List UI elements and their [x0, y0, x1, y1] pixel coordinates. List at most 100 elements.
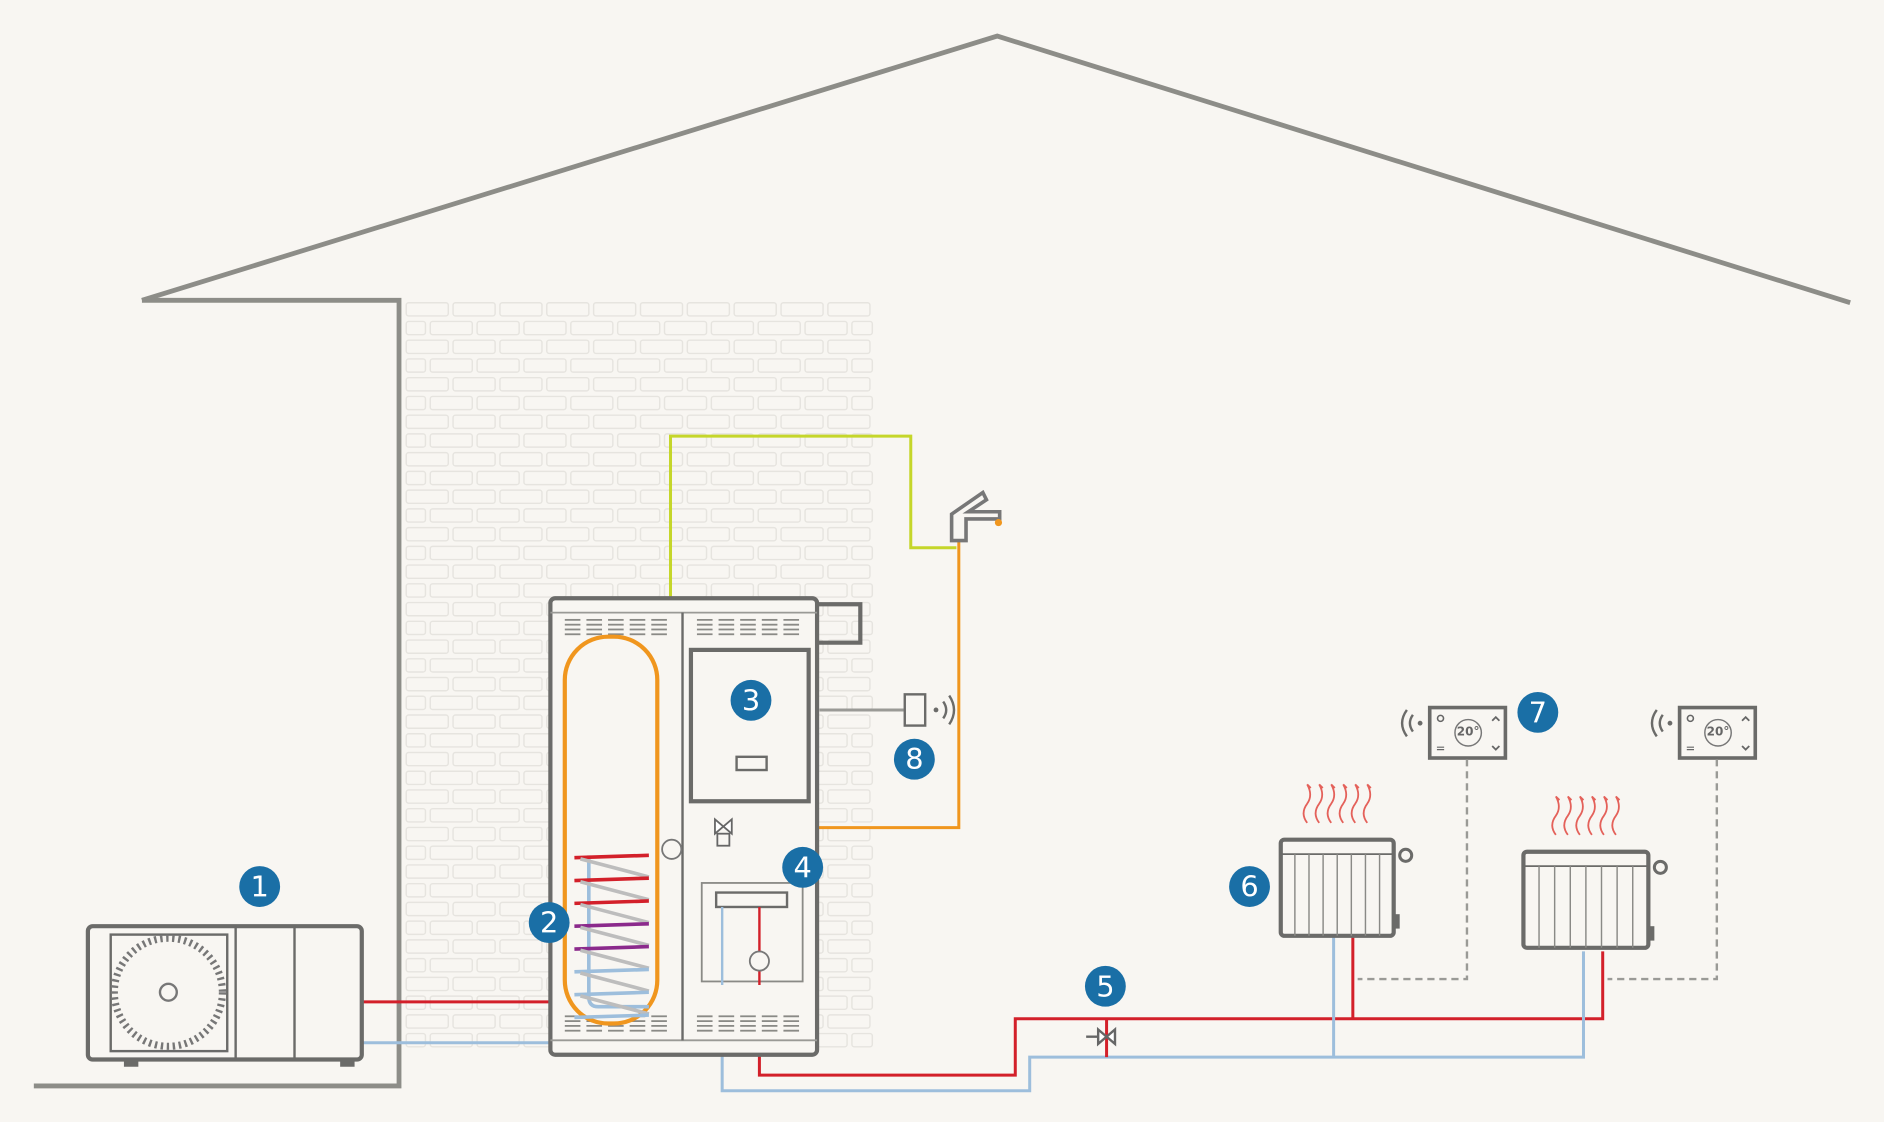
house-roof: [141, 33, 1851, 306]
brick: [827, 676, 871, 692]
heat-wave-icon: [1362, 783, 1372, 824]
brick: [499, 451, 543, 467]
brick: [429, 845, 474, 861]
brick: [570, 395, 614, 411]
brick: [476, 395, 520, 411]
brick: [452, 601, 496, 617]
brick: [429, 545, 474, 561]
up-down-arrows-icon: [1491, 715, 1501, 751]
brick: [733, 414, 777, 430]
brick: [804, 320, 848, 336]
brick: [523, 470, 567, 486]
brick: [405, 414, 449, 430]
brick: [616, 358, 661, 373]
brick: [570, 470, 614, 486]
brick: [827, 939, 871, 954]
brick: [405, 807, 427, 823]
brick: [452, 376, 496, 392]
brick: [851, 320, 874, 336]
badge-3: 3: [730, 679, 772, 721]
svg-text:5: 5: [1096, 969, 1114, 1003]
brick: [429, 583, 474, 598]
thermostat-temperature: 20°: [1707, 725, 1730, 739]
brick: [499, 751, 543, 767]
brick: [499, 789, 543, 804]
brick: [452, 789, 496, 804]
brick: [452, 302, 496, 317]
wireless-thermostat[interactable]: 20°: [1650, 705, 1758, 760]
brick: [499, 564, 543, 580]
balancing-valve-icon: [1086, 1026, 1117, 1047]
heat-wave-icon: [1599, 795, 1609, 836]
brick: [429, 882, 474, 898]
brick: [639, 451, 684, 467]
brick: [827, 639, 871, 654]
brick: [476, 583, 520, 598]
brick: [405, 770, 427, 786]
heat-wave-icon: [1587, 795, 1597, 836]
brick: [429, 320, 474, 336]
brick: [405, 751, 449, 767]
brick: [405, 470, 427, 486]
brick: [592, 376, 637, 392]
brick: [851, 358, 874, 373]
brick: [476, 433, 520, 448]
brick: [405, 901, 449, 917]
brick: [429, 658, 474, 673]
brick: [733, 339, 777, 355]
brick: [476, 358, 520, 373]
brick: [639, 489, 684, 505]
brick: [476, 1032, 520, 1048]
brick: [523, 320, 567, 336]
brick: [499, 526, 543, 542]
brick: [710, 320, 755, 336]
heat-wave-icon: [1302, 783, 1312, 824]
svg-text:3: 3: [742, 683, 760, 717]
brick: [663, 320, 708, 336]
brick: [804, 583, 848, 598]
brick: [616, 395, 661, 411]
brick: [452, 676, 496, 692]
brick: [405, 451, 449, 467]
brick: [780, 526, 824, 542]
brick: [405, 1032, 427, 1048]
brick: [710, 358, 755, 373]
brick: [476, 920, 520, 936]
brick: [616, 433, 661, 448]
brick: [405, 1014, 449, 1029]
brick: [546, 489, 590, 505]
brick: [686, 414, 731, 430]
heat-wave-icon: [1563, 795, 1573, 836]
brick: [476, 882, 520, 898]
heating-return-pipe: [720, 951, 1585, 1093]
brick: [429, 358, 474, 373]
heat-wave-icon: [1611, 795, 1621, 836]
brick: [851, 395, 874, 411]
brick: [405, 526, 449, 542]
brick: [499, 939, 543, 954]
brick: [592, 451, 637, 467]
brick: [827, 526, 871, 542]
brick: [452, 864, 496, 879]
brick: [827, 976, 871, 992]
brick: [405, 302, 449, 317]
brick: [780, 451, 824, 467]
brick: [499, 376, 543, 392]
wireless-thermostat[interactable]: 20°: [1400, 705, 1508, 760]
brick: [499, 1014, 543, 1029]
brick: [851, 545, 874, 561]
brick: [851, 920, 874, 936]
brick: [499, 601, 543, 617]
heat-wave-icon: [1575, 795, 1585, 836]
brick: [499, 489, 543, 505]
brick: [405, 845, 427, 861]
brick: [851, 957, 874, 973]
brick: [523, 508, 567, 523]
brick: [546, 564, 590, 580]
brick: [429, 957, 474, 973]
brick: [686, 451, 731, 467]
brick: [499, 676, 543, 692]
brick: [592, 339, 637, 355]
brick: [476, 658, 520, 673]
brick: [405, 545, 427, 561]
